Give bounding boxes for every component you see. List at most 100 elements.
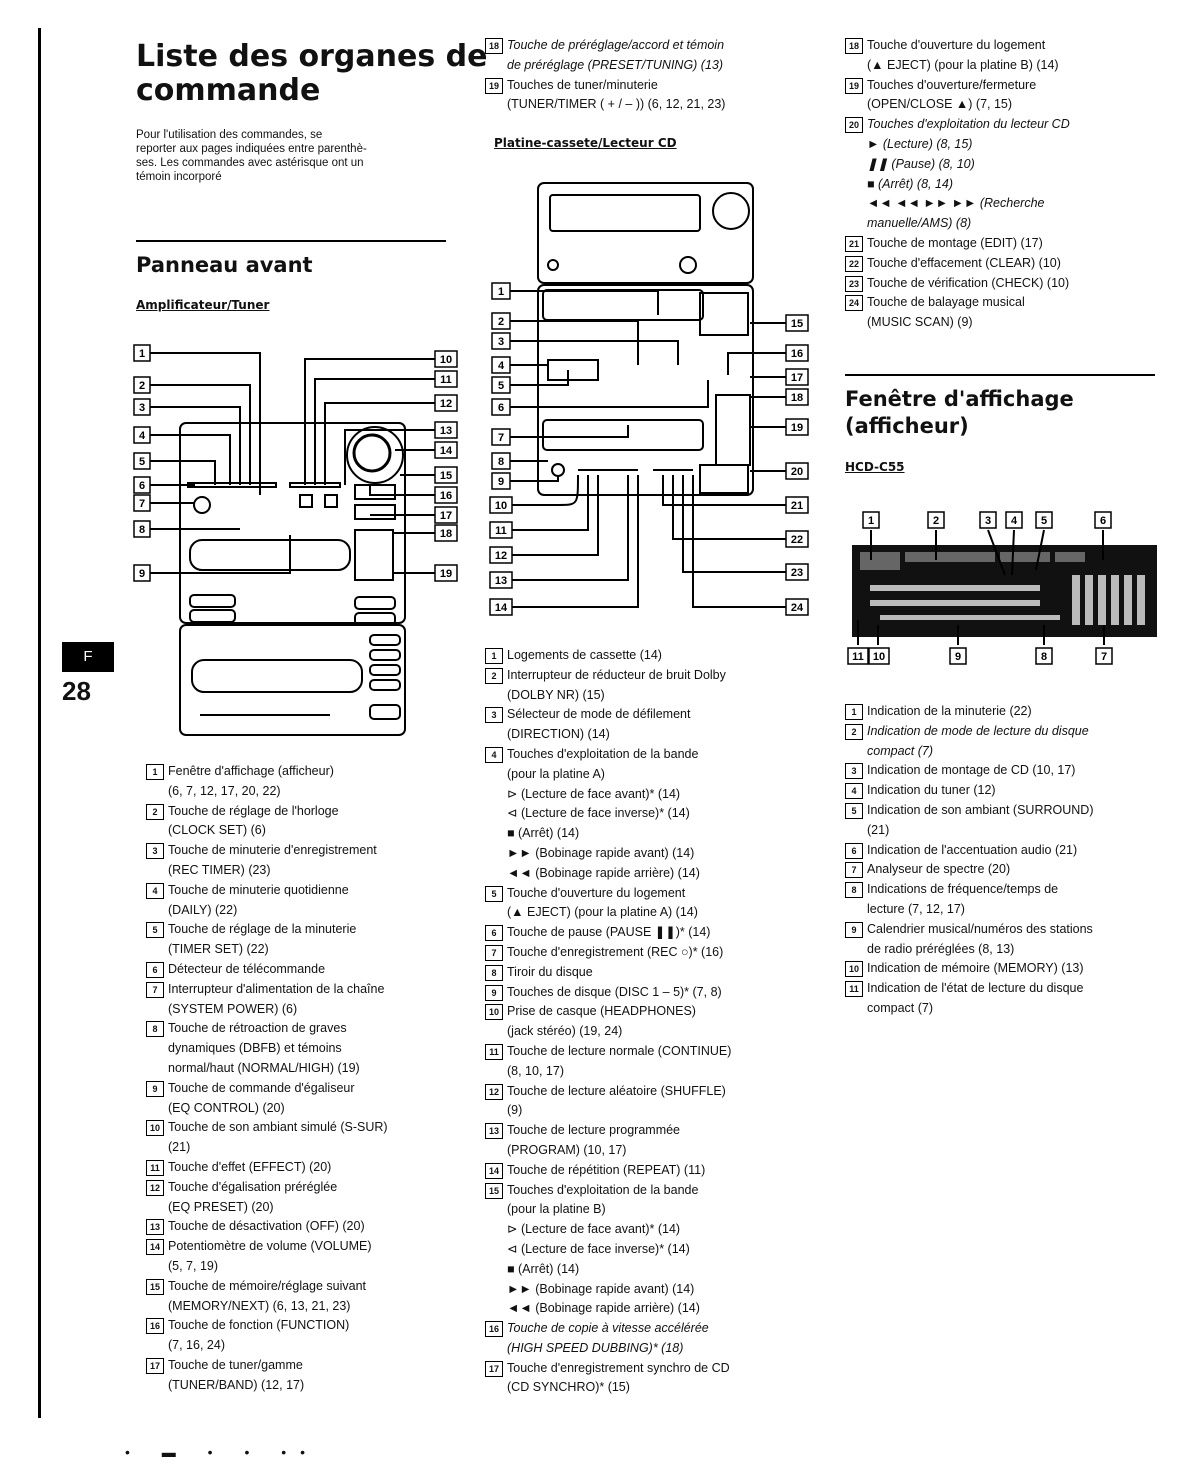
- callout-left-3: 3: [133, 398, 151, 416]
- svg-text:5: 5: [498, 380, 504, 392]
- svg-text:3: 3: [985, 515, 991, 527]
- svg-text:19: 19: [440, 568, 452, 580]
- subsection-hcd-c55: HCD-C55: [845, 460, 905, 474]
- svg-text:10: 10: [495, 500, 507, 512]
- callout-left-7: 7: [133, 494, 151, 512]
- callout-left-9: 9: [133, 564, 151, 582]
- callout-right-11: 11: [434, 370, 458, 388]
- svg-text:1: 1: [868, 515, 874, 527]
- svg-text:14: 14: [495, 602, 508, 614]
- svg-text:22: 22: [791, 534, 803, 546]
- svg-text:3: 3: [498, 336, 504, 348]
- svg-text:7: 7: [498, 432, 504, 444]
- display-window-figure: 1 2 3 4 5 6 11 10 9 8 7: [847, 511, 1157, 665]
- svg-text:20: 20: [791, 466, 803, 478]
- subsection-amp-tuner: Amplificateur/Tuner: [136, 298, 270, 312]
- svg-text:5: 5: [1041, 515, 1047, 527]
- svg-text:8: 8: [498, 456, 504, 468]
- svg-text:6: 6: [1100, 515, 1106, 527]
- cassette-cd-figure: 1 2 3 4 5 6 7 8 9 10 11 12 13 14 15 16 1…: [489, 182, 809, 616]
- callout-right-17: 17: [434, 506, 458, 524]
- callout-right-21: 21: [785, 496, 809, 514]
- svg-text:11: 11: [495, 525, 507, 537]
- callout-right-14: 14: [434, 441, 458, 459]
- svg-text:15: 15: [440, 470, 452, 482]
- svg-text:23: 23: [791, 567, 803, 579]
- callout-left-5: 5: [491, 376, 511, 394]
- callout-right-24: 24: [785, 598, 809, 616]
- callout-right-15: 15: [434, 466, 458, 484]
- callout-bottom-7: 7: [1095, 647, 1113, 665]
- svg-text:21: 21: [791, 500, 803, 512]
- svg-text:17: 17: [791, 372, 803, 384]
- callout-left-5: 5: [133, 452, 151, 470]
- svg-text:16: 16: [440, 490, 452, 502]
- callout-left-14: 14: [489, 598, 513, 616]
- section-title-front-panel: Panneau avant: [136, 253, 313, 277]
- svg-text:11: 11: [440, 374, 452, 386]
- svg-text:6: 6: [498, 402, 504, 414]
- callout-left-1: 1: [491, 282, 511, 300]
- callout-right-23: 23: [785, 563, 809, 581]
- svg-text:17: 17: [440, 510, 452, 522]
- callout-right-20: 20: [785, 462, 809, 480]
- svg-text:9: 9: [139, 568, 145, 580]
- callout-left-6: 6: [491, 398, 511, 416]
- callout-right-18: 18: [785, 388, 809, 406]
- svg-text:4: 4: [139, 430, 146, 442]
- callout-top-2: 2: [927, 511, 945, 529]
- section-rule: [845, 374, 1155, 376]
- callout-right-16: 16: [434, 486, 458, 504]
- svg-text:19: 19: [791, 422, 803, 434]
- callout-left-1: 1: [133, 344, 151, 362]
- svg-text:12: 12: [495, 550, 507, 562]
- callout-right-22: 22: [785, 530, 809, 548]
- callout-left-2: 2: [491, 312, 511, 330]
- callout-right-17: 17: [785, 368, 809, 386]
- callout-left-8: 8: [133, 520, 151, 538]
- callout-bottom-11: 11: [847, 647, 869, 665]
- svg-text:10: 10: [873, 651, 885, 663]
- callout-top-6: 6: [1094, 511, 1112, 529]
- callout-top-1: 1: [862, 511, 880, 529]
- callout-bottom-8: 8: [1035, 647, 1053, 665]
- callout-right-15: 15: [785, 314, 809, 332]
- svg-text:15: 15: [791, 318, 803, 330]
